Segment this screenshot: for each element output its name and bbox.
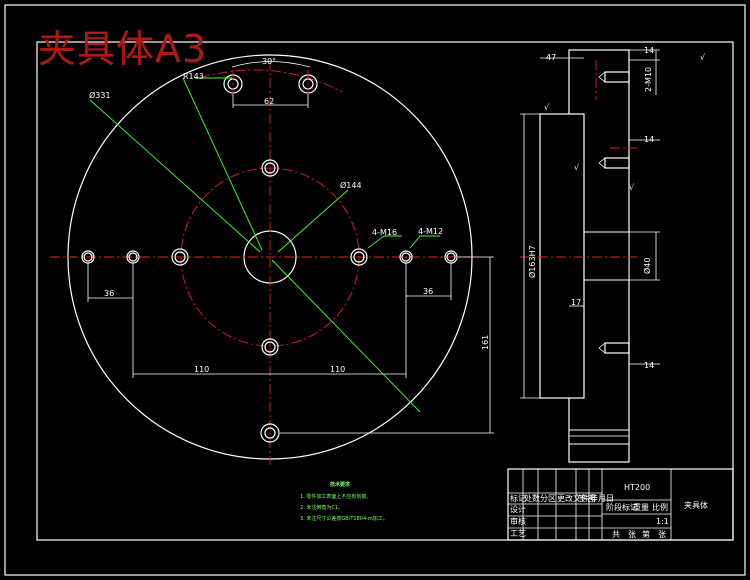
dim-thread-m16: 4-M16: [372, 228, 397, 237]
pcd-holes: [171, 159, 368, 356]
tb-stage-2: 比例: [652, 502, 668, 512]
tb-row-label-1: 设计: [510, 504, 526, 514]
bore-region: [583, 231, 630, 281]
outer-holes: [81, 250, 458, 443]
front-dimensions: [87, 61, 494, 434]
front-view: R143 30° 62 Ø331 Ø144 4-M16 4-M12 36 36 …: [50, 54, 494, 465]
notes-line-2: 2. 未注倒角为C1。: [300, 504, 343, 511]
dim-161: 161: [481, 335, 490, 350]
dim-diameter-h7: Ø163H7: [527, 245, 537, 278]
drawing-frame: [36, 41, 734, 541]
dim-47: 47: [546, 53, 556, 62]
dim-r143: R143: [183, 72, 204, 81]
technical-notes: 技术要求 1. 零件加工表面上不应有划痕。 2. 未注倒角为C1。 3. 未注尺…: [300, 481, 388, 522]
notes-title: 技术要求: [330, 481, 351, 488]
top-holes: [223, 70, 318, 98]
dim-pcd: Ø144: [340, 180, 362, 190]
dim-angle-30: 30°: [262, 57, 276, 66]
tb-sheet-2: 第: [642, 529, 650, 539]
tb-header-1: 分区: [540, 494, 556, 503]
title-block: HT200 夹具体 标记 设计 审核 工艺 处数 分区 更改文件号 签名 年月日…: [507, 468, 734, 541]
side-view: 47 14 14 14 17 2-M10 Ø40 Ø163H7 √ √ √: [520, 46, 660, 463]
sheet-outer-border: [4, 4, 746, 576]
tb-stage-0: 阶段标记: [606, 502, 638, 512]
r143-arc: [199, 69, 343, 93]
dim-36-left: 36: [104, 289, 114, 298]
tb-row-label-2: 审核: [510, 516, 526, 526]
dim-14-top: 14: [644, 46, 654, 55]
roughness-mark-1: √: [574, 163, 580, 172]
tb-row-label-3: 工艺: [510, 529, 526, 538]
dim-thread-m12: 4-M12: [418, 227, 443, 236]
dim-14-mid: 14: [644, 135, 654, 144]
tb-sheet-1: 张: [628, 530, 636, 539]
tb-stage-1: 重量: [633, 502, 649, 512]
material-label: HT200: [624, 483, 650, 492]
general-roughness-symbol: √: [700, 53, 706, 62]
side-dimensions: [520, 49, 660, 399]
dim-62: 62: [264, 97, 274, 106]
tb-header-3: 签名: [578, 493, 594, 503]
side-threaded-holes: [598, 71, 630, 354]
bottom-relief: [568, 429, 630, 445]
roughness-mark-2: √: [544, 103, 550, 112]
notes-line-1: 1. 零件加工表面上不应有划痕。: [300, 493, 371, 500]
tb-sheet-0: 共: [612, 530, 620, 539]
dim-14-bottom: 14: [644, 361, 654, 370]
dim-110-right: 110: [330, 365, 345, 374]
notes-line-3: 3. 未注尺寸公差按GB/T1804-m加工。: [300, 515, 388, 522]
tb-header-4: 年月日: [590, 493, 614, 503]
thread-callout-side: 2-M10: [644, 67, 653, 92]
tb-header-0: 处数: [524, 493, 540, 503]
dim-outer-diameter: Ø331: [89, 90, 111, 100]
tb-scale: 1:1: [656, 517, 669, 526]
dim-17: 17: [571, 298, 581, 307]
dim-bore-40: Ø40: [642, 258, 652, 274]
recess-region: [539, 113, 585, 399]
watermark-title: 夹具体A3: [38, 27, 208, 71]
tb-row-label-0: 标记: [510, 493, 526, 503]
tb-header-2: 更改文件号: [557, 493, 597, 503]
part-name: 夹具体: [684, 500, 708, 510]
tb-sheet-3: 张: [658, 530, 666, 539]
front-leaders: [89, 77, 440, 413]
roughness-mark-3: √: [629, 183, 635, 192]
dim-36-right: 36: [423, 287, 433, 296]
dim-110-left: 110: [194, 365, 209, 374]
